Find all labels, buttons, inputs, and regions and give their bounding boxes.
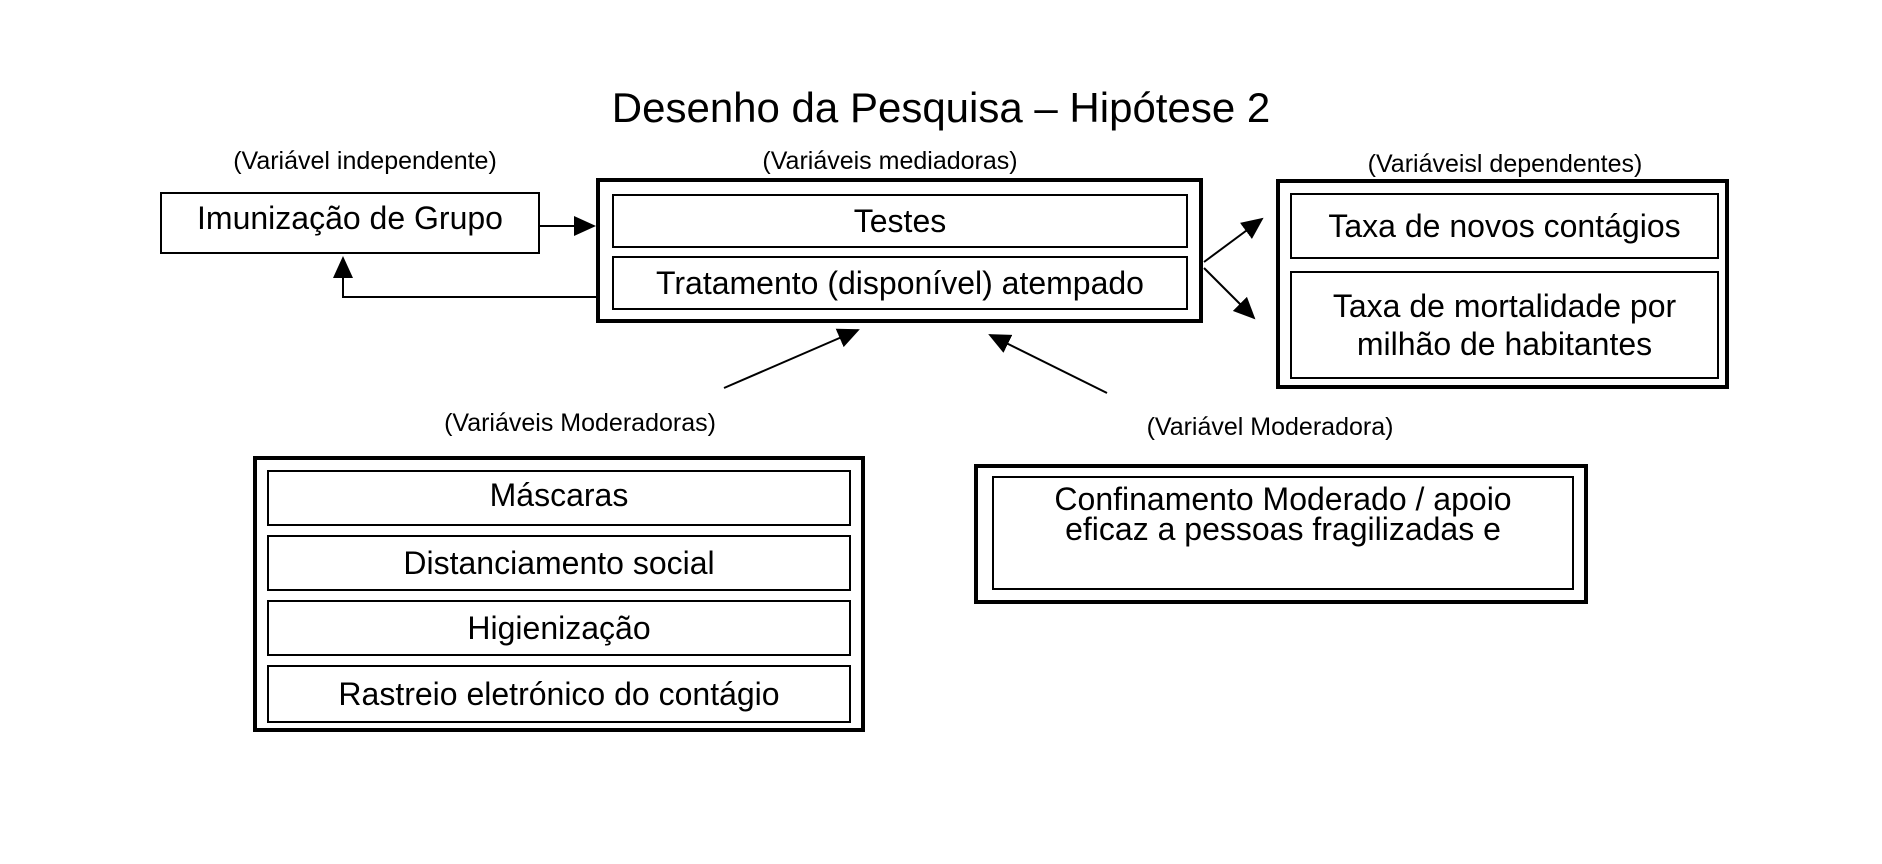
arrow-mediators-to-new-infections (1203, 217, 1264, 263)
mediators-box: Testes Tratamento (disponível) atempado (596, 178, 1203, 323)
arrow-moderator-right-to-mediators (988, 334, 1108, 394)
diagram-title: Desenho da Pesquisa – Hipótese 2 (611, 84, 1271, 131)
mediators-caption: (Variáveis mediadoras) (762, 147, 1018, 175)
dependent-item: Taxa de mortalidade por milhão de habita… (1290, 271, 1719, 379)
moderator-right-item: Confinamento Moderado / apoio eficaz a p… (992, 476, 1574, 590)
moderators-left-box: Máscaras Distanciamento social Higieniza… (253, 456, 865, 732)
arrow-moderators-left-to-mediators (723, 328, 860, 389)
moderator-item: Máscaras (267, 470, 851, 526)
moderator-right-caption: (Variável Moderadora) (1146, 413, 1394, 441)
independent-caption: (Variável independente) (233, 147, 497, 175)
moderator-item: Higienização (267, 600, 851, 656)
mediator-item: Testes (612, 194, 1188, 248)
dependents-caption: (Variáveisl dependentes) (1367, 150, 1643, 178)
arrow-mediators-to-mortality (1203, 267, 1256, 320)
moderators-left-caption: (Variáveis Moderadoras) (444, 409, 716, 437)
independent-item: Imunização de Grupo (197, 200, 503, 236)
moderator-right-box: Confinamento Moderado / apoio eficaz a p… (974, 464, 1588, 604)
independent-box: Imunização de Grupo (160, 192, 540, 254)
dependents-box: Taxa de novos contágios Taxa de mortalid… (1276, 179, 1729, 389)
dependent-item: Taxa de novos contágios (1290, 193, 1719, 259)
arrow-feedback-to-independent (333, 256, 596, 298)
moderator-item: Distanciamento social (267, 535, 851, 591)
moderator-item: Rastreio eletrónico do contágio (267, 665, 851, 723)
mediator-item: Tratamento (disponível) atempado (612, 256, 1188, 310)
